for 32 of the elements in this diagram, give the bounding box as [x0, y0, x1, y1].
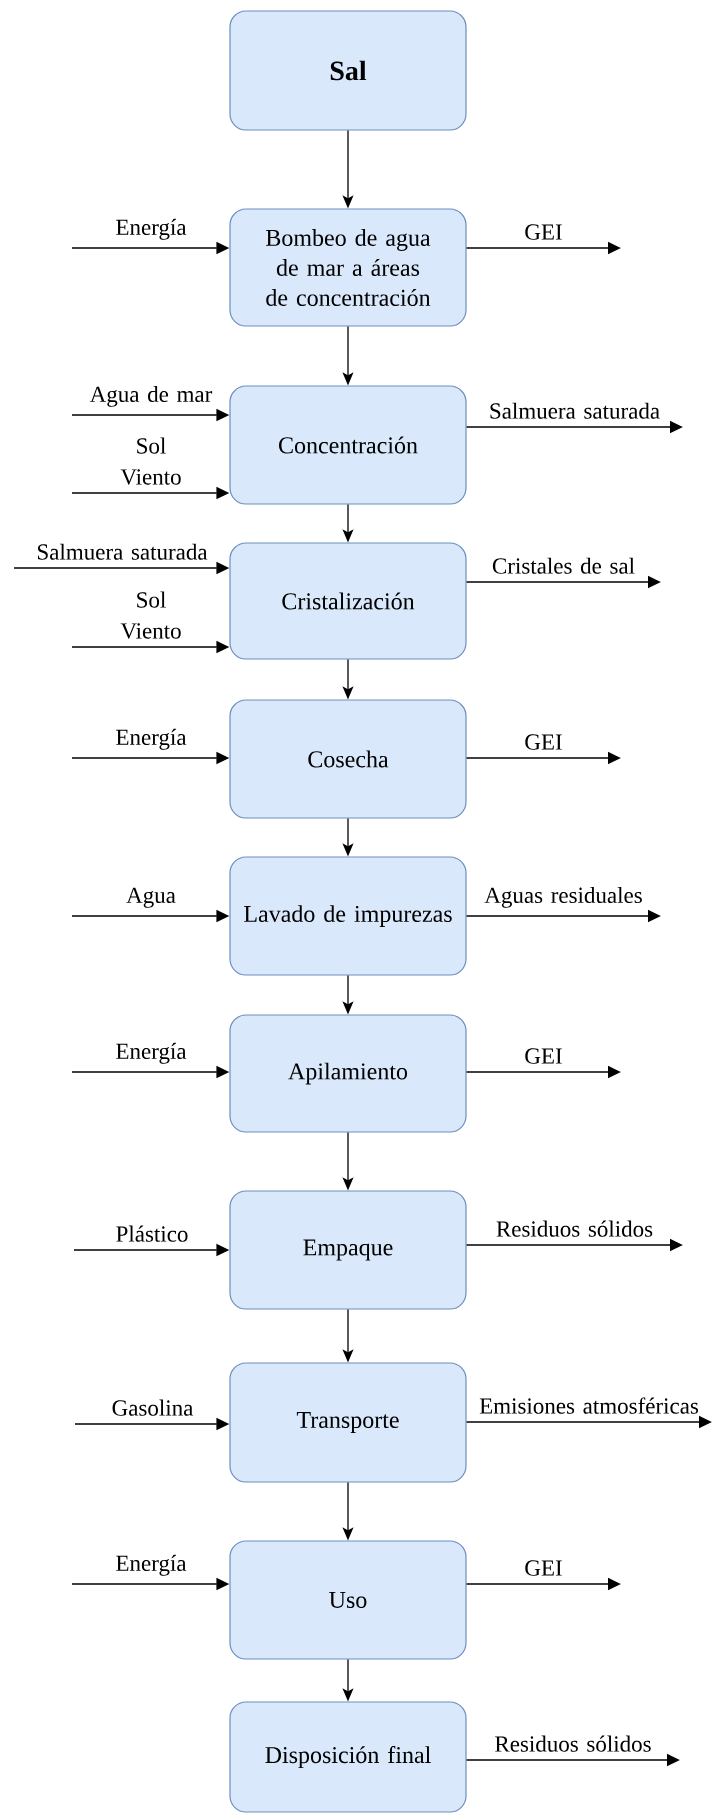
- edge-label: Plástico: [116, 1225, 188, 1242]
- edge-label: Energía: [116, 1554, 187, 1576]
- process-box: Cosecha: [229, 699, 467, 819]
- process-box: Uso: [229, 1540, 467, 1660]
- process-box: Lavado de impurezas: [229, 856, 467, 976]
- edge-label: Cristales de sal: [492, 557, 635, 574]
- edge-label: Sol Viento: [120, 591, 181, 639]
- edge-label: GEI: [525, 1560, 562, 1576]
- edge-label: Gasolina: [112, 1399, 194, 1416]
- edge-label: Salmuera saturada: [37, 543, 208, 560]
- edge-label: GEI: [525, 1048, 562, 1064]
- edge-label: Residuos sólidos: [496, 1220, 653, 1237]
- process-box: Empaque: [229, 1190, 467, 1310]
- edge-label: Emisiones atmosféricas: [479, 1397, 699, 1414]
- process-box: Disposición final: [229, 1701, 467, 1813]
- edge-label: Sol Viento: [120, 437, 181, 485]
- process-box: Sal: [229, 10, 467, 131]
- process-box: Cristalización: [229, 542, 467, 660]
- process-box: Concentración: [229, 385, 467, 505]
- process-box: Transporte: [229, 1362, 467, 1483]
- process-box: Apilamiento: [229, 1014, 467, 1133]
- process-box: Bombeo de agua de mar a áreas de concentración: [229, 208, 467, 327]
- edge-label: Aguas residuales: [484, 886, 642, 908]
- edge-label: Agua: [126, 887, 176, 908]
- edge-label: Energía: [116, 218, 187, 240]
- edge-label: Energía: [116, 728, 187, 750]
- edge-label: GEI: [525, 224, 562, 240]
- edge-label: GEI: [525, 734, 562, 750]
- edge-label: Agua de mar: [89, 385, 213, 407]
- edge-label: Residuos sólidos: [495, 1735, 651, 1752]
- edge-label: Energía: [116, 1042, 187, 1064]
- edge-label: Salmuera saturada: [490, 402, 660, 419]
